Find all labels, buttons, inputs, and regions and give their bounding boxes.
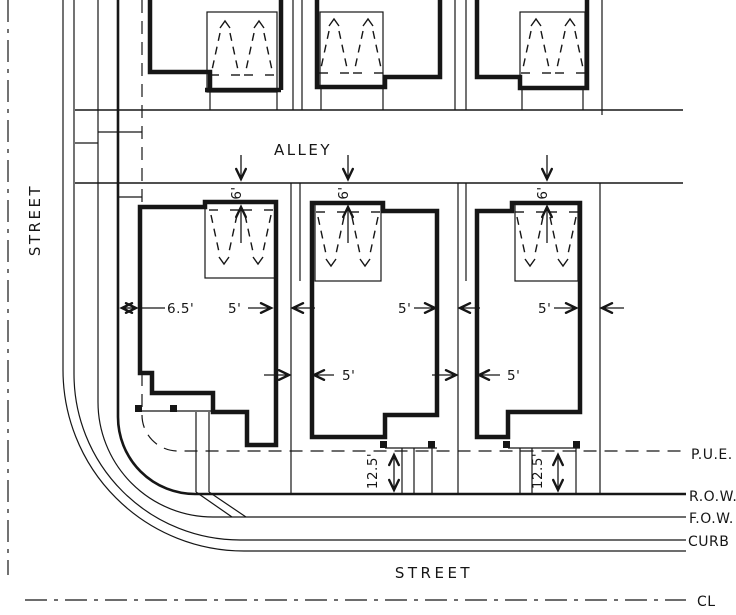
- dim-side-setback: 5': [264, 368, 355, 384]
- house-2: [309, 200, 440, 494]
- curb-label: CURB: [688, 534, 729, 550]
- garage-outline: [314, 202, 382, 282]
- garage-outline: [206, 11, 278, 93]
- porch-post: [135, 405, 142, 412]
- upper-lot-lines: [292, 0, 603, 115]
- walkway-edges: [401, 448, 415, 494]
- dim-porch-to-row: 12.5': [530, 452, 564, 493]
- dim-corner-setback: 6.5': [119, 301, 194, 317]
- dim-5ft-label: 5': [538, 301, 551, 317]
- pue-line: [141, 373, 686, 452]
- fow-label: F.O.W.: [689, 511, 734, 527]
- upper-house-2: [314, 0, 443, 110]
- dim-12-5ft-label: 12.5': [530, 453, 546, 489]
- left-street: STREET: [7, 0, 686, 575]
- porch-post: [503, 441, 510, 448]
- upper-lots: [147, 0, 603, 115]
- walkway-flare: [195, 491, 247, 518]
- porch-post: [170, 405, 177, 412]
- dim-5ft-label: 5': [398, 301, 411, 317]
- street-label-bottom: STREET: [395, 564, 473, 582]
- lower-lots: [135, 183, 601, 518]
- house-3-walls: [474, 200, 583, 440]
- walkway-edges: [519, 448, 533, 494]
- garage-outline: [204, 201, 278, 279]
- driveway-edges: [320, 88, 384, 110]
- dim-side-setback: 5': [228, 301, 315, 317]
- alley: ALLEY: [75, 109, 683, 198]
- dim-side-setback: 5': [538, 301, 624, 317]
- driveway-edges: [209, 92, 278, 110]
- pue-label: P.U.E.: [691, 447, 733, 463]
- house-1-walls: [137, 199, 279, 448]
- dim-side-setback: 5': [398, 301, 480, 317]
- lower-lot-lines: [290, 183, 601, 494]
- street-label-left: STREET: [26, 184, 44, 256]
- curb-inner-line: [73, 0, 686, 541]
- cl-label: CL: [697, 594, 716, 610]
- garage-outline: [514, 202, 579, 282]
- dim-6-5ft-label: 6.5': [167, 301, 194, 317]
- row-line: [116, 0, 686, 496]
- dim-garage-setback: 6': [336, 155, 354, 243]
- fow-line: [97, 0, 686, 518]
- dim-6ft-label: 6': [535, 186, 551, 199]
- house-1: [135, 199, 279, 518]
- walkway-edges: [195, 412, 210, 492]
- dim-6ft-label: 6': [229, 186, 245, 199]
- dim-garage-setback: 6': [535, 155, 553, 243]
- driveway-edges: [521, 90, 584, 110]
- alley-label: ALLEY: [274, 141, 332, 159]
- garage-outline: [519, 11, 586, 89]
- upper-house-3: [474, 0, 590, 110]
- house-2-walls: [309, 200, 440, 440]
- dim-5ft-label: 5': [228, 301, 241, 317]
- porch-post: [428, 441, 435, 448]
- dim-6ft-label: 6': [336, 186, 352, 199]
- dim-5ft-label: 5': [507, 368, 520, 384]
- dim-5ft-label: 5': [342, 368, 355, 384]
- bottom-street: STREET P.U.E. R.O.W. F.O.W. CURB CL: [25, 447, 736, 610]
- dim-porch-to-row: 12.5': [365, 452, 400, 493]
- dim-side-setback: 5': [432, 368, 520, 384]
- porch-post: [573, 441, 580, 448]
- dim-garage-setback: 6': [229, 155, 247, 243]
- porch-post: [380, 441, 387, 448]
- row-label: R.O.W.: [689, 489, 736, 505]
- dim-12-5ft-label: 12.5': [365, 453, 381, 489]
- upper-house-1: [147, 0, 284, 110]
- dimensions: 6' 6' 6' 6.5' 5' 5' 5': [119, 155, 624, 493]
- curb-outer-line: [62, 0, 686, 552]
- house-3: [474, 200, 583, 494]
- garage-outline: [319, 11, 384, 88]
